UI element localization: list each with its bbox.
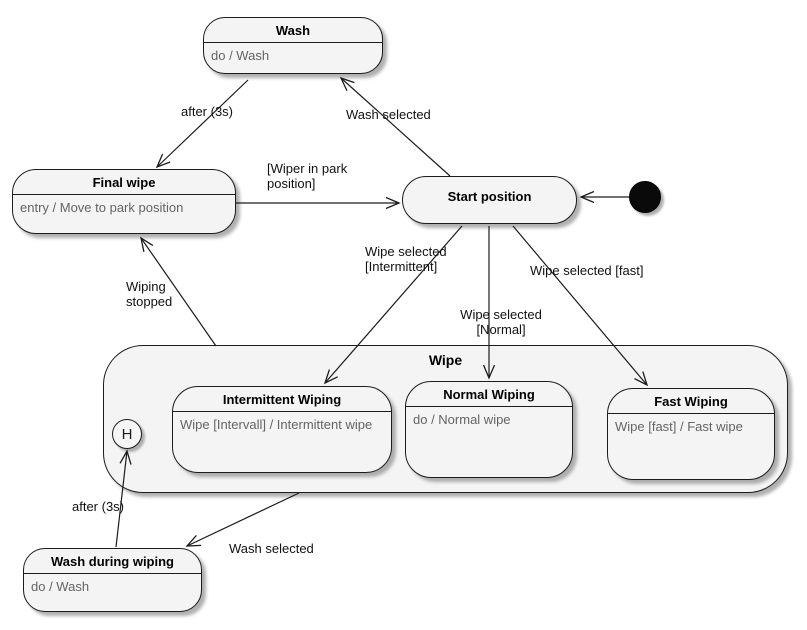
label-wipe-selected-normal: Wipe selected [Normal] xyxy=(460,307,542,337)
state-wash[interactable]: Wash do / Wash xyxy=(203,17,383,74)
state-start-position[interactable]: Start position xyxy=(402,176,577,224)
composite-state-wipe-title: Wipe xyxy=(428,352,463,368)
state-wash-activity: do / Wash xyxy=(211,48,270,63)
state-start-position-title: Start position xyxy=(447,189,532,204)
label-after-3s-top: after (3s) xyxy=(181,104,234,119)
state-final-wipe-title: Final wipe xyxy=(13,170,235,195)
state-final-wipe[interactable]: Final wipe entry / Move to park position xyxy=(12,169,236,234)
initial-state[interactable] xyxy=(629,181,661,213)
state-normal-wiping-title: Normal Wiping xyxy=(406,382,572,407)
label-wiping-stopped: Wiping stopped xyxy=(126,279,173,309)
label-wiper-in-park: [Wiper in park position] xyxy=(267,161,348,191)
label-wash-selected-top: Wash selected xyxy=(346,107,431,122)
state-intermittent-wiping[interactable]: Intermittent Wiping Wipe [Intervall] / I… xyxy=(172,386,392,473)
state-normal-wiping[interactable]: Normal Wiping do / Normal wipe xyxy=(405,381,573,478)
state-fast-wiping-title: Fast Wiping xyxy=(608,389,774,414)
label-after-3s-bottom: after (3s) xyxy=(72,499,125,514)
history-state-label: H xyxy=(121,425,133,443)
state-intermittent-wiping-title: Intermittent Wiping xyxy=(173,387,391,412)
transition-wipe-to-wash-during-wiping xyxy=(185,492,300,547)
state-fast-wiping[interactable]: Fast Wiping Wipe [fast] / Fast wipe xyxy=(607,388,775,480)
label-wash-selected-bottom: Wash selected xyxy=(229,541,314,556)
label-wipe-selected-fast: Wipe selected [fast] xyxy=(530,263,644,278)
state-wash-during-wiping-title: Wash during wiping xyxy=(24,549,201,574)
transition-wash-to-final-wipe xyxy=(155,79,249,169)
state-wash-during-wiping-activity: do / Wash xyxy=(31,579,90,594)
state-fast-wiping-activity: Wipe [fast] / Fast wipe xyxy=(615,419,743,434)
history-state[interactable]: H xyxy=(112,419,142,449)
state-normal-wiping-activity: do / Normal wipe xyxy=(413,412,511,427)
label-wipe-selected-intermittent: Wipe selected [Intermittent] xyxy=(365,244,447,274)
transition-start-to-wash xyxy=(339,76,451,177)
state-wash-title: Wash xyxy=(204,18,382,43)
state-final-wipe-activity: entry / Move to park position xyxy=(20,200,184,215)
state-intermittent-wiping-activity: Wipe [Intervall] / Intermittent wipe xyxy=(180,417,373,432)
state-wash-during-wiping[interactable]: Wash during wiping do / Wash xyxy=(23,548,202,612)
